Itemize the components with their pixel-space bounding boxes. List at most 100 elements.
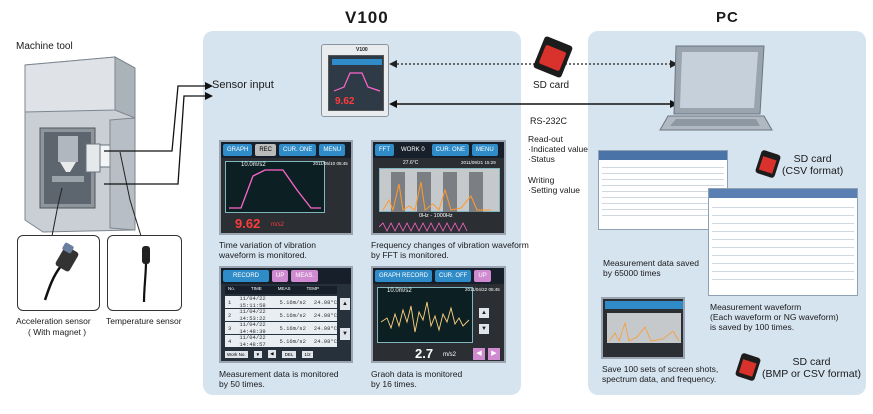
- gr-next-icon[interactable]: ▶: [488, 348, 500, 360]
- record-caption: Measurement data is monitored by 50 time…: [219, 369, 339, 389]
- tab-graph[interactable]: GRAPH: [223, 144, 253, 156]
- gr-prev-icon[interactable]: ◀: [473, 348, 485, 360]
- acceleration-sensor-icon: [43, 242, 79, 301]
- v100-device: V100 9.62: [321, 44, 389, 117]
- gr-up-icon[interactable]: ▲: [479, 308, 489, 318]
- graph-record-caption-line: Graoh data is monitored: [371, 369, 463, 379]
- fft-caption: Frequency changes of vibration waveform …: [371, 240, 529, 260]
- shots-caption-line: spectrum data, and frequency.: [602, 374, 717, 384]
- graph-caption: Time variation of vibration waveform is …: [219, 240, 316, 260]
- col-temp: TEMP: [306, 286, 320, 291]
- tab-meas[interactable]: MEAS.: [291, 270, 319, 282]
- csv-sd-label: SD card (CSV format): [782, 153, 843, 177]
- graph-caption-line: Time variation of vibration: [219, 240, 317, 250]
- graph-scale: 10.0m/s2: [241, 162, 266, 168]
- v100-title: V100: [345, 8, 389, 27]
- writing-title: Writing: [528, 175, 555, 185]
- tab-cur-off[interactable]: CUR. OFF: [435, 270, 472, 282]
- page-indicator: 1/2: [302, 350, 313, 358]
- cell: 24.98°C: [313, 311, 337, 319]
- tab-menu[interactable]: MENU: [319, 144, 346, 156]
- tab-rec[interactable]: REC: [255, 144, 277, 156]
- graph-record-screen: GRAPH RECORD CUR. OFF UP 10.0m/s2 2011/0…: [371, 266, 506, 363]
- cell: 11/04/22 14:53:22: [239, 308, 266, 322]
- record-caption-line: Measurement data is monitored: [219, 369, 339, 379]
- comm-readout: Read-out ·Indicated value ·Status: [528, 134, 588, 164]
- graph-caption-line: waveform is monitored.: [219, 250, 307, 260]
- wave-caption-line: is saved by 100 times.: [710, 322, 795, 332]
- tab-cur-one[interactable]: CUR. ONE: [431, 144, 470, 156]
- bmp-sd-title: SD card: [792, 356, 831, 368]
- wave-caption-line: Measurement waveform: [710, 302, 802, 312]
- readout-title: Read-out: [528, 134, 563, 144]
- pc-title: PC: [716, 9, 739, 26]
- graph-tabbar: GRAPH REC CUR. ONE MENU: [221, 142, 351, 158]
- wave-caption: Measurement waveform (Each waveform or N…: [710, 302, 838, 332]
- cell: 2: [228, 311, 232, 319]
- tab-graph-record[interactable]: GRAPH RECORD: [375, 270, 433, 282]
- gr-down-icon[interactable]: ▼: [479, 324, 489, 334]
- shots-caption: Save 100 sets of screen shots, spectrum …: [602, 364, 718, 384]
- tab-cur-one[interactable]: CUR. ONE: [279, 144, 317, 156]
- acceleration-sensor-box: [17, 235, 100, 311]
- tab-work: WORK 0: [397, 144, 429, 156]
- graph-record-unit: m/s2: [443, 352, 457, 358]
- next-icon[interactable]: ◀: [268, 350, 276, 358]
- graph-record-tabbar: GRAPH RECORD CUR. OFF UP: [373, 268, 504, 284]
- tab-up[interactable]: UP: [474, 270, 491, 282]
- cell: 5.16m/s2: [279, 298, 306, 306]
- writing-item: ·Setting value: [528, 185, 580, 195]
- graph-screen: GRAPH REC CUR. ONE MENU 10.0m/s2 2011/05…: [219, 140, 353, 235]
- record-header: No. TIME MEAS TEMP: [225, 286, 337, 294]
- bmp-sd-format: (BMP or CSV format): [762, 368, 861, 380]
- meas-caption: Measurement data saved by 65000 times: [603, 258, 699, 278]
- graph-record-caption-line: by 16 times.: [371, 379, 417, 389]
- prev-icon[interactable]: ▼: [253, 350, 263, 358]
- del-button[interactable]: DEL: [281, 350, 297, 358]
- fft-spectrum: [382, 172, 491, 212]
- fft-caption-line: Frequency changes of vibration waveform: [371, 240, 529, 250]
- graph-record-caption: Graoh data is monitored by 16 times.: [371, 369, 462, 389]
- scroll-up-icon[interactable]: ▲: [340, 298, 350, 310]
- scroll-down-icon[interactable]: ▼: [340, 328, 350, 340]
- graph-waveform: [229, 169, 321, 209]
- tab-fft[interactable]: FFT: [375, 144, 394, 156]
- readout-item: ·Indicated value: [528, 144, 589, 154]
- cell: 5.16m/s2: [279, 311, 306, 319]
- device-value: 9.62: [335, 96, 355, 107]
- tab-menu[interactable]: MENU: [472, 144, 498, 156]
- tab-up[interactable]: UP: [272, 270, 289, 282]
- graph-record-waveform: [380, 301, 470, 333]
- cell: 11/04/22 14:48:39: [239, 321, 266, 335]
- wave-caption-line: (Each waveform or NG waveform): [710, 312, 839, 322]
- graph-date: 2011/05/10 05:45: [313, 161, 348, 166]
- meas-caption-line: Measurement data saved: [603, 258, 699, 268]
- sd-card-link-label: SD card: [533, 80, 570, 91]
- graph-record-plot: [377, 287, 473, 343]
- record-footer: Work No. ▼ ◀ DEL 1/2: [225, 350, 313, 358]
- fft-caption-line: by FFT is monitored.: [371, 250, 449, 260]
- cell: 24.98°C: [313, 337, 337, 345]
- graph-unit: m/s2: [271, 222, 285, 228]
- screenshot-thumbnail: [601, 297, 685, 359]
- cell: 11/04/22 14:48:57: [239, 334, 266, 348]
- col-time: TIME: [251, 286, 262, 291]
- sensor-input-label: Sensor input: [212, 79, 274, 91]
- bmp-sd-label: SD card (BMP or CSV format): [762, 356, 861, 380]
- cell: 4: [228, 337, 232, 345]
- record-tabbar: RECORD UP MEAS.: [221, 268, 351, 284]
- cell: 1: [228, 298, 232, 306]
- table-row[interactable]: 2 11/04/22 14:53:22 5.16m/s2 24.98°C: [225, 308, 337, 322]
- graph-value: 9.62: [235, 216, 261, 231]
- temperature-sensor-label: Temperature sensor: [106, 316, 182, 326]
- col-meas: MEAS: [277, 286, 291, 291]
- tab-record[interactable]: RECORD: [223, 270, 270, 282]
- work-no-label: Work No.: [225, 350, 248, 358]
- fft-range: 0Hz - 1000Hz: [419, 213, 453, 219]
- graph-record-scale: 10.0m/s2: [387, 288, 412, 294]
